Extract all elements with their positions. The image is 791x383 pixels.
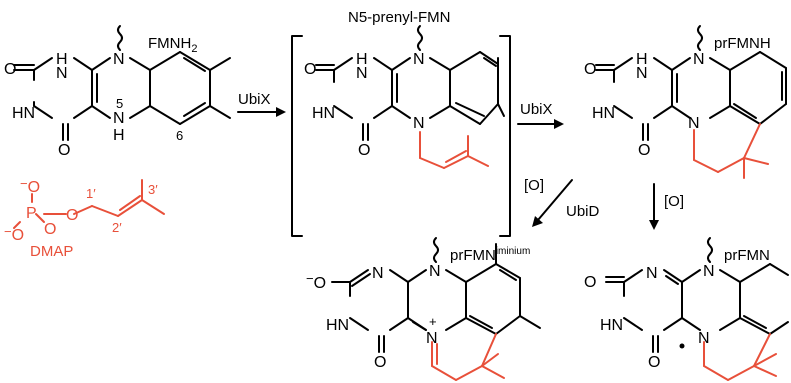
dmap-structure: −O P O O −O 1′ 2′ 3′ DMAP bbox=[4, 176, 165, 260]
fmnh2-name: FMNH2 bbox=[148, 35, 197, 55]
fmnh2-n3-label: H bbox=[56, 51, 68, 68]
dmap-name: DMAP bbox=[30, 243, 73, 260]
prfmnh-o2: O bbox=[584, 61, 596, 78]
arrow-ubix-1-label: UbiX bbox=[238, 91, 271, 108]
prfmn-hn1: HN bbox=[600, 317, 623, 334]
dmap-o-link: O bbox=[44, 221, 56, 238]
arrow-ubix-2-label: UbiX bbox=[520, 101, 553, 118]
prfmn-iminium-n3: N bbox=[372, 265, 384, 282]
fmnh2-o4: O bbox=[58, 142, 70, 159]
n5-prenyl-n3: N bbox=[356, 65, 368, 82]
arrow-ubid-oxidant-label: [O] bbox=[524, 177, 544, 194]
fmnh2-n3-n: N bbox=[56, 65, 68, 82]
prfmnh-hn1: HN bbox=[592, 105, 615, 122]
prfmn-iminium-o4: O bbox=[374, 354, 386, 371]
n5-prenyl-n5: N bbox=[413, 115, 425, 132]
prfmnh-n3: N bbox=[636, 65, 648, 82]
n5-prenyl-n10: N bbox=[413, 51, 425, 68]
prfmn-n5: N bbox=[698, 330, 710, 347]
fmnh2-position-5: 5 bbox=[116, 96, 123, 111]
prfmn-structure: O N HN O N N prFMN bbox=[584, 237, 789, 381]
prfmnh-structure: H N O HN O N N prFMNH bbox=[584, 25, 787, 179]
fmnh2-o2: O bbox=[4, 61, 16, 78]
dmap-phosphorus: P bbox=[26, 205, 37, 222]
prfmn-iminium-charge: + bbox=[429, 314, 437, 329]
arrow-oxidation-down-label: [O] bbox=[664, 193, 684, 210]
prfmnh-o4: O bbox=[638, 142, 650, 159]
dmap-o-minus: −O bbox=[20, 176, 40, 196]
fmnh2-n5: N bbox=[113, 110, 125, 127]
fmnh2-position-6: 6 bbox=[176, 128, 183, 143]
prfmn-n10: N bbox=[703, 263, 715, 280]
n5-prenyl-o2: O bbox=[304, 61, 316, 78]
n5-prenyl-h3: H bbox=[356, 51, 368, 68]
dmap-o-minus-2: −O bbox=[4, 224, 24, 244]
prfmn-o2: O bbox=[584, 274, 596, 291]
prfmn-n3: N bbox=[646, 265, 658, 282]
prfmnh-n10: N bbox=[693, 51, 705, 68]
n5-prenyl-o4: O bbox=[358, 142, 370, 159]
arrow-ubix-2: UbiX bbox=[517, 101, 564, 129]
dmap-position-2: 2′ bbox=[112, 220, 122, 235]
fmnh2-structure: H N O HN O N N H 5 6 FMNH2 bbox=[4, 25, 231, 159]
n5-prenyl-fmn-name: N5-prenyl-FMN bbox=[348, 9, 451, 26]
dmap-position-1: 1′ bbox=[86, 186, 96, 201]
arrow-oxidation-down: [O] bbox=[649, 183, 684, 230]
n5-prenyl-hn1: HN bbox=[312, 105, 335, 122]
prfmn-iminium-n10: N bbox=[429, 263, 441, 280]
prfmnh-h3: H bbox=[636, 51, 648, 68]
prfmn-iminium-n5: N bbox=[426, 330, 438, 347]
prfmn-iminium-o-minus: −O bbox=[306, 271, 326, 292]
prfmn-o4: O bbox=[648, 354, 660, 371]
n5-prenyl-fmn-structure: N5-prenyl-FMN bbox=[291, 9, 511, 237]
prfmn-radical-dot bbox=[679, 343, 685, 349]
fmnh2-n10: N bbox=[113, 51, 125, 68]
prfmnh-name: prFMNH bbox=[714, 35, 771, 52]
arrow-ubix-1: UbiX bbox=[237, 91, 286, 117]
prfmnh-n5: N bbox=[688, 115, 700, 132]
arrow-ubid-enzyme-label: UbiD bbox=[566, 203, 600, 220]
prfmn-iminium-name: prFMNiminium bbox=[450, 246, 530, 264]
prfmn-iminium-structure: −O N HN O N N + prFMNiminium bbox=[306, 237, 541, 381]
prfmn-iminium-hn1: HN bbox=[326, 317, 349, 334]
prfmn-name: prFMN bbox=[724, 247, 770, 264]
fmnh2-n5-h: H bbox=[113, 127, 125, 144]
dmap-position-3: 3′ bbox=[148, 182, 158, 197]
arrow-ubid: [O] UbiD bbox=[524, 177, 600, 227]
fmnh2-hn1: HN bbox=[12, 105, 35, 122]
dmap-o-ester: O bbox=[66, 207, 78, 224]
